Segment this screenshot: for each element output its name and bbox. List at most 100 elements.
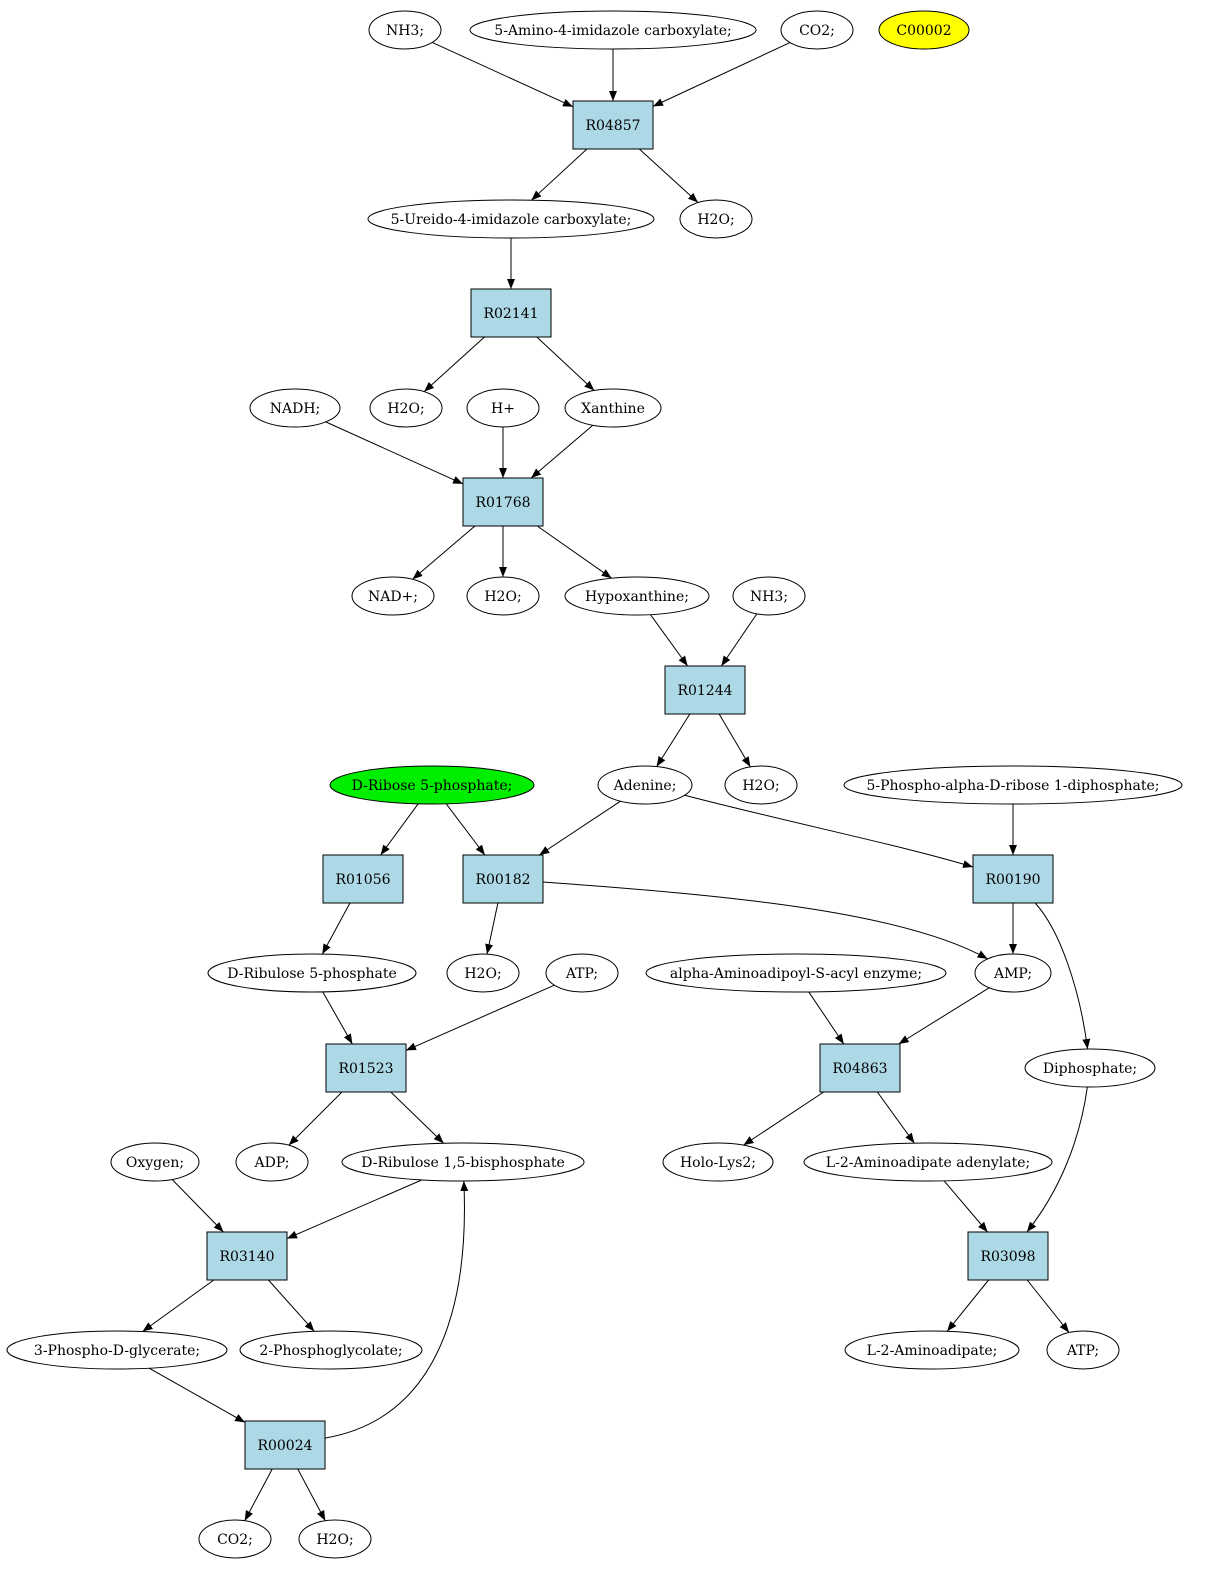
- node-label: R02141: [483, 306, 538, 322]
- edge-r04863-to-aad-adenylate: [876, 1091, 915, 1144]
- compound-node-nadh[interactable]: NADH;: [249, 388, 341, 428]
- compound-node-prpp[interactable]: 5-Phospho-alpha-D-ribose 1-diphosphate;: [843, 765, 1183, 805]
- compound-ellipse: [724, 765, 798, 805]
- edge-r01768-to-hypoxanthine: [536, 525, 612, 579]
- node-label: H2O;: [316, 1532, 353, 1548]
- compound-ellipse: [564, 576, 710, 616]
- compound-node-h2o-4[interactable]: H2O;: [724, 765, 798, 805]
- reaction-node-r03098[interactable]: R03098: [967, 1231, 1049, 1281]
- compound-node-aad-adenylate[interactable]: L-2-Aminoadipate adenylate;: [803, 1142, 1053, 1182]
- edge-r00024-to-co2-bottom: [244, 1468, 273, 1521]
- edge-co2-top-to-r04857: [652, 42, 791, 107]
- compound-ellipse: [597, 765, 693, 805]
- compound-node-atp-2[interactable]: ATP;: [1046, 1330, 1120, 1370]
- node-label: NAD+;: [368, 589, 418, 605]
- edge-ribulose5p-to-r01523: [322, 991, 353, 1045]
- compound-node-adp[interactable]: ADP;: [235, 1142, 309, 1182]
- compound-ellipse: [564, 388, 662, 428]
- compound-node-oxygen[interactable]: Oxygen;: [110, 1142, 200, 1182]
- compound-node-rubp[interactable]: D-Ribulose 1,5-bisphosphate: [341, 1142, 585, 1182]
- compound-node-co2-bottom[interactable]: CO2;: [198, 1519, 272, 1559]
- reaction-node-r01056[interactable]: R01056: [322, 854, 404, 904]
- node-label: R00182: [475, 872, 530, 888]
- edge-nh3-2-to-r01244: [720, 613, 758, 667]
- compound-node-h2o-3[interactable]: H2O;: [466, 576, 540, 616]
- reaction-node-r01523[interactable]: R01523: [325, 1043, 407, 1093]
- reaction-box: [967, 1231, 1049, 1281]
- node-label: 3-Phospho-D-glycerate;: [34, 1343, 200, 1359]
- node-label: NH3;: [750, 589, 788, 605]
- edge-r03098-to-atp-2: [1026, 1279, 1070, 1333]
- reaction-node-r04863[interactable]: R04863: [819, 1043, 901, 1093]
- compound-node-aad[interactable]: L-2-Aminoadipate;: [844, 1330, 1020, 1370]
- node-label: ATP;: [1066, 1343, 1099, 1359]
- node-label: D-Ribulose 5-phosphate: [227, 966, 397, 982]
- compound-node-holo[interactable]: Holo-Lys2;: [662, 1142, 774, 1182]
- compound-node-nad[interactable]: NAD+;: [351, 576, 435, 616]
- compound-ellipse: [662, 1142, 774, 1182]
- node-label: alpha-Aminoadipoyl-S-acyl enzyme;: [670, 966, 922, 982]
- compound-node-pglycolate[interactable]: 2-Phosphoglycolate;: [239, 1330, 423, 1370]
- reaction-node-r00182[interactable]: R00182: [462, 854, 544, 904]
- compound-ellipse: [780, 10, 854, 50]
- edge-r00182-to-h2o-5: [485, 902, 499, 955]
- edge-adenine-to-r00182: [538, 800, 621, 856]
- compound-ellipse: [341, 1142, 585, 1182]
- edge-r03140-to-pga: [142, 1279, 215, 1332]
- reaction-node-r03140[interactable]: R03140: [206, 1231, 288, 1281]
- reaction-node-r00024[interactable]: R00024: [244, 1420, 326, 1470]
- compound-node-uic[interactable]: 5-Ureido-4-imidazole carboxylate;: [367, 199, 655, 239]
- reaction-node-r01768[interactable]: R01768: [462, 477, 544, 527]
- compound-node-atp-1[interactable]: ATP;: [545, 953, 619, 993]
- node-label: CO2;: [799, 23, 835, 39]
- node-label: AMP;: [993, 966, 1032, 982]
- node-label: R03140: [219, 1249, 274, 1265]
- compound-ellipse: [446, 953, 520, 993]
- compound-node-xanthine[interactable]: Xanthine: [564, 388, 662, 428]
- reaction-node-r00190[interactable]: R00190: [972, 854, 1054, 904]
- reaction-node-r02141[interactable]: R02141: [470, 288, 552, 338]
- compound-node-hplus[interactable]: H+: [466, 388, 540, 428]
- edge-hypoxanthine-to-r01244: [650, 614, 689, 667]
- reaction-node-r04857[interactable]: R04857: [572, 100, 654, 150]
- compound-node-h2o-6[interactable]: H2O;: [298, 1519, 372, 1559]
- node-label: Adenine;: [613, 778, 677, 794]
- compound-node-c00002[interactable]: C00002: [878, 10, 970, 50]
- node-label: 2-Phosphoglycolate;: [259, 1343, 402, 1359]
- compound-node-co2-top[interactable]: CO2;: [780, 10, 854, 50]
- edge-ribose5p-to-r00182: [445, 803, 486, 856]
- node-label: R01523: [338, 1061, 393, 1077]
- nodes-layer: NH3; 5-Amino-4-imidazole carboxylate; CO2;…: [6, 10, 1183, 1559]
- reaction-node-r01244[interactable]: R01244: [664, 665, 746, 715]
- edge-rubp-to-r03140: [286, 1179, 423, 1240]
- node-label: H+: [491, 401, 515, 417]
- compound-node-hypoxanthine[interactable]: Hypoxanthine;: [564, 576, 710, 616]
- compound-node-amp[interactable]: AMP;: [974, 953, 1052, 993]
- compound-node-aaacyl[interactable]: alpha-Aminoadipoyl-S-acyl enzyme;: [645, 953, 947, 993]
- compound-ellipse: [298, 1519, 372, 1559]
- edge-adenine-to-r00190: [684, 794, 974, 868]
- edge-r00182-to-amp: [542, 881, 988, 960]
- compound-ellipse: [329, 765, 535, 805]
- edge-r00024-to-rubp: [324, 1180, 469, 1439]
- compound-node-pga[interactable]: 3-Phospho-D-glycerate;: [6, 1330, 228, 1370]
- compound-node-ribose5p[interactable]: D-Ribose 5-phosphate;: [329, 765, 535, 805]
- compound-node-diphosphate[interactable]: Diphosphate;: [1024, 1048, 1156, 1088]
- compound-node-h2o-1[interactable]: H2O;: [679, 199, 753, 239]
- edge-xanthine-to-r01768: [530, 424, 594, 479]
- edge-ribose5p-to-r01056: [380, 803, 419, 856]
- compound-node-h2o-2[interactable]: H2O;: [369, 388, 443, 428]
- compound-node-aic[interactable]: 5-Amino-4-imidazole carboxylate;: [469, 10, 757, 50]
- compound-node-adenine[interactable]: Adenine;: [597, 765, 693, 805]
- node-label: CO2;: [217, 1532, 253, 1548]
- edge-aaacyl-to-r04863: [808, 991, 845, 1045]
- node-label: ATP;: [565, 966, 598, 982]
- compound-node-nh3-2[interactable]: NH3;: [732, 576, 806, 616]
- edge-nadh-to-r01768: [325, 421, 464, 485]
- compound-node-h2o-5[interactable]: H2O;: [446, 953, 520, 993]
- node-label: H2O;: [742, 778, 779, 794]
- compound-node-nh3-top[interactable]: NH3;: [368, 10, 442, 50]
- compound-node-ribulose5p[interactable]: D-Ribulose 5-phosphate: [207, 953, 417, 993]
- node-label: NADH;: [270, 401, 321, 417]
